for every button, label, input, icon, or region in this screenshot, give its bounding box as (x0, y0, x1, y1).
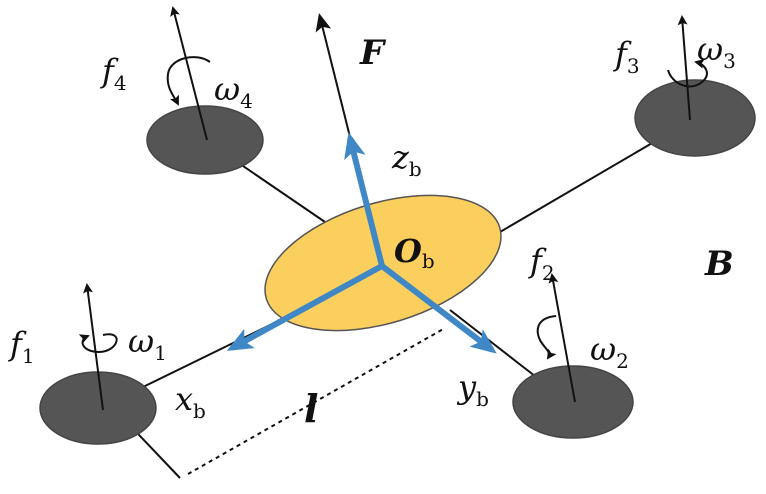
rotation-arrow-3 (667, 58, 708, 88)
rotor-4-force-label: f4 (100, 52, 127, 95)
rotation-arrow-1 (78, 333, 118, 354)
arm-length-dashed-line (187, 327, 446, 475)
rotor-4-omega-label: ω4 (214, 70, 253, 113)
axis-x-label: xb (175, 380, 206, 423)
axis-x-arrow (226, 263, 384, 351)
arm-length-indicator (119, 327, 446, 479)
total-force-label: F (359, 33, 387, 73)
rotation-arrow-2 (536, 315, 557, 360)
axis-z-label: zb (391, 138, 422, 181)
axis-y-label: yb (456, 368, 489, 411)
rotor-2 (512, 365, 634, 439)
thrust-arrow-1 (83, 283, 104, 411)
thrust-arrow-3 (677, 15, 691, 121)
rotor-3-omega-label: ω3 (697, 30, 736, 73)
rotation-arrows (78, 56, 708, 360)
rotor-1-omega-label: ω1 (128, 322, 167, 365)
body-frame-axes (226, 132, 497, 354)
axis-z-arrow (344, 132, 385, 267)
thrust-arrow-2 (548, 273, 576, 403)
axis-y-arrow (380, 263, 497, 354)
rotor-3-force-label: f3 (613, 35, 640, 78)
labels: F B l Ob zb xb yb f1 ω1 f2 ω2 f3 (8, 30, 736, 431)
thrust-arrow-4 (170, 6, 208, 141)
rotor-2-force-label: f2 (528, 242, 555, 285)
rotor-1-force-label: f1 (8, 325, 35, 368)
rotor-1 (39, 371, 157, 445)
rotor-2-omega-label: ω2 (590, 330, 629, 373)
origin-label: Ob (394, 232, 435, 273)
rotor-3 (634, 79, 756, 157)
arm-length-label: l (304, 386, 318, 431)
body-frame-label: B (704, 244, 734, 284)
rotation-arrow-4 (166, 56, 211, 106)
rotor-4 (146, 105, 264, 175)
